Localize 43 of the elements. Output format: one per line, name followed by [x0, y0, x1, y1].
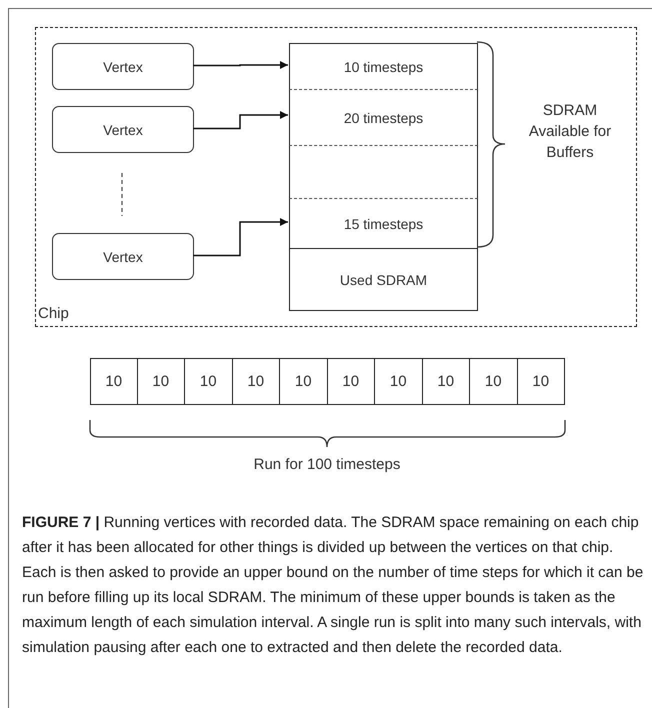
node-label: 10: [200, 373, 217, 390]
node-label: Used SDRAM: [340, 272, 428, 288]
interval-cell: [328, 358, 375, 405]
interval-cell: [90, 358, 138, 405]
interval-cell: [518, 358, 565, 405]
annotation-label: SDRAM Available for Buffers: [528, 101, 612, 163]
node-label: 20 timesteps: [344, 110, 424, 126]
interval-cell: [422, 358, 470, 405]
chip-boundary: [35, 27, 637, 327]
interval-cell: [375, 358, 422, 405]
node-label: 10: [247, 373, 264, 390]
node-label: Vertex: [103, 122, 143, 138]
interval-cell: [280, 358, 328, 405]
node-label: 10: [152, 373, 170, 390]
annotation-label: Run for 100 timesteps: [252, 455, 402, 475]
vertex-box: [52, 233, 194, 280]
chip-label: Chip: [38, 305, 69, 322]
interval-cell: [232, 358, 280, 405]
node-label: 10: [294, 373, 312, 390]
arrow: [193, 61, 288, 69]
memory-segment: [289, 89, 478, 145]
memory-segment: [289, 198, 478, 248]
node-label: 10: [437, 373, 454, 390]
memory-segment: [289, 145, 478, 198]
memory-segment: [289, 248, 478, 311]
node-label: 10: [390, 373, 407, 390]
memory-segment: [289, 43, 478, 89]
interval-cell: [185, 358, 232, 405]
interval-cell: [138, 358, 185, 405]
node-label: Vertex: [103, 58, 143, 74]
interval-cell: [470, 358, 518, 405]
node-label: 10: [342, 373, 360, 390]
node-label: 10: [484, 373, 502, 390]
vertex-box: [52, 106, 194, 153]
arrow: [193, 218, 288, 256]
figure-caption: FIGURE 7 | Running vertices with recorded data. The SDRAM space remaining on each chip after it has been allocated for other things is divided up between the vertices on that chip. Each is then asked to provide an upper bound on the number of time steps for which it can be run before filling up its local SDRAM. The minimum of these upper bounds is taken as the maximum length of each simulation interval. A single run is split into many such intervals, with simulation pausing after each one to extracted and then delete the recorded data.: [22, 513, 644, 658]
vertex-box: [52, 43, 194, 90]
node-label: 15 timesteps: [344, 216, 424, 232]
node-label: 10 timesteps: [344, 58, 424, 74]
node-label: 10: [532, 373, 550, 390]
node-label: 10: [105, 373, 122, 390]
arrow: [193, 111, 288, 130]
node-label: Vertex: [103, 248, 143, 264]
